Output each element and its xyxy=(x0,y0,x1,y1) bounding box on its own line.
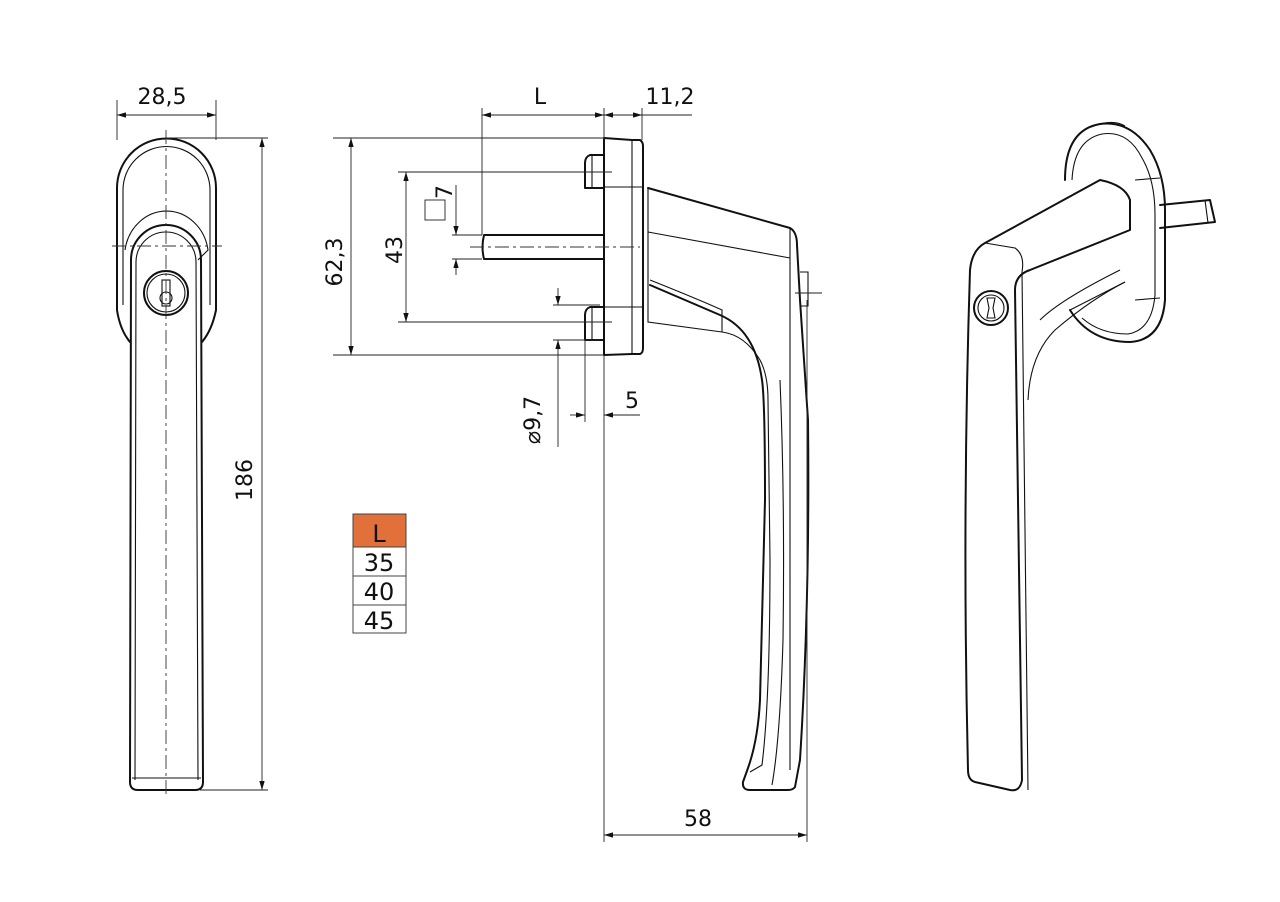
dim-height-total: 186 xyxy=(233,459,258,501)
square-symbol-icon xyxy=(424,199,446,221)
front-rosette-inner xyxy=(122,146,211,305)
dim-spindle-length: L xyxy=(534,85,547,110)
table-header: L xyxy=(372,520,386,548)
front-view: 28,5 186 xyxy=(112,85,268,798)
table-row: 40 xyxy=(364,578,395,606)
dim-spindle-square: 7 xyxy=(433,185,458,199)
side-stud-top xyxy=(584,154,605,189)
dim-rosette-depth: 11,2 xyxy=(646,85,695,110)
front-handle-shaft xyxy=(129,259,204,791)
dim-screw-diameter: ⌀9,7 xyxy=(521,396,546,444)
iso-handle xyxy=(964,179,1131,792)
length-table: L 35 40 45 xyxy=(352,513,407,635)
dim-rosette-height: 62,3 xyxy=(323,238,348,287)
dim-handle-projection: 58 xyxy=(684,807,712,832)
isometric-view xyxy=(964,121,1216,792)
iso-lock-cylinder-icon xyxy=(973,290,1009,326)
table-header-cell xyxy=(352,513,407,548)
front-rosette-outline xyxy=(116,137,217,343)
side-handle xyxy=(647,187,810,791)
side-rosette xyxy=(603,137,644,356)
dim-width-front: 28,5 xyxy=(138,85,187,110)
front-neck-arc xyxy=(124,210,209,261)
iso-spindle xyxy=(1159,199,1216,229)
side-view: L 11,2 62,3 43 7 ⌀9,7 5 58 xyxy=(323,85,822,842)
table-row: 45 xyxy=(364,607,395,635)
dim-screw-spacing: 43 xyxy=(383,236,408,264)
table-row: 35 xyxy=(364,549,395,577)
dim-stud-length: 5 xyxy=(625,389,639,414)
iso-rosette xyxy=(1064,122,1166,343)
side-stud-bottom xyxy=(584,306,605,341)
